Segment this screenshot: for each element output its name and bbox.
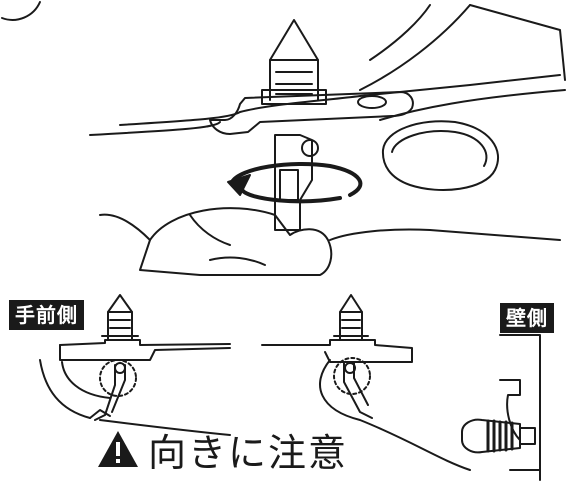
front-side-label: 手前側 — [9, 300, 84, 330]
wall-side-label: 壁側 — [500, 303, 554, 333]
rotation-arrow — [230, 162, 363, 197]
wall-outline — [499, 334, 541, 481]
front-plate — [59, 344, 231, 361]
warning-triangle-icon — [98, 431, 138, 467]
caution-notice: 向きに注意 — [96, 426, 348, 475]
wall-focus-circle — [333, 357, 371, 395]
wall-plate — [261, 339, 413, 363]
caution-text: 向きに注意 — [148, 430, 349, 475]
wall-anchor — [461, 418, 521, 454]
step-number-circle — [1, 1, 41, 21]
hand — [139, 207, 333, 276]
stud-bolt — [269, 59, 319, 101]
hinge-hole — [381, 120, 500, 191]
lid-outline — [119, 74, 561, 126]
hinge-arm — [274, 134, 313, 231]
front-focus-circle — [99, 359, 137, 397]
mount-bracket — [209, 91, 414, 135]
